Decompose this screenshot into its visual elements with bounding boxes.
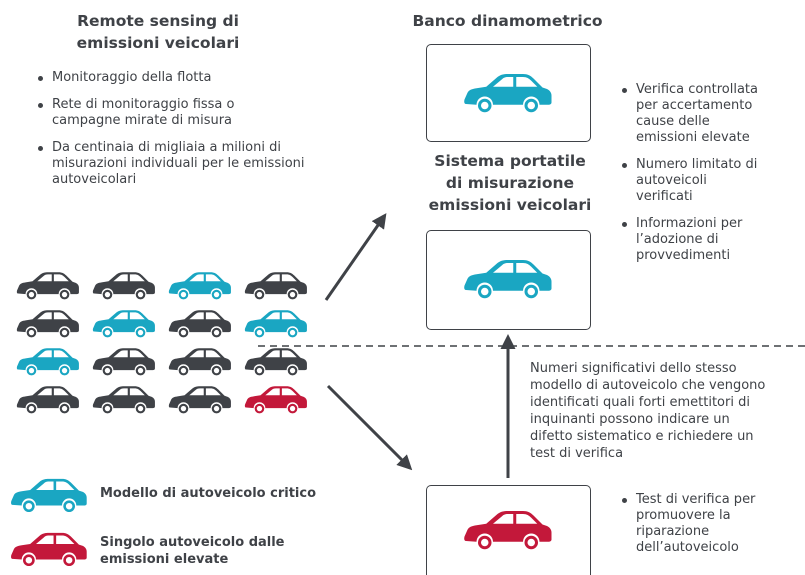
remote-sensing-title-line1: Remote sensing di — [77, 12, 239, 30]
pems-title-line2: di misurazione — [445, 174, 575, 192]
car-icon — [16, 270, 80, 300]
car-icon — [92, 346, 156, 376]
car-icon — [463, 71, 553, 113]
pems-title: Sistema portatile di misurazione emissio… — [400, 150, 620, 216]
car-icon — [168, 308, 232, 338]
remote-sensing-bullet: Rete di monitoraggio fissa o campagne mi… — [36, 97, 302, 129]
car-icon — [16, 346, 80, 376]
verification-bullets: Test di verifica per promuovere la ripar… — [620, 492, 790, 567]
legend-high-emitter-line1: Singolo autoveicolo dalle — [100, 535, 285, 550]
car-icon — [244, 270, 308, 300]
pems-box — [426, 230, 591, 330]
remote-sensing-bullets: Monitoraggio della flotta Rete di monito… — [36, 70, 326, 199]
remote-sensing-title: Remote sensing di emissioni veicolari — [38, 10, 278, 54]
car-icon — [168, 384, 232, 414]
pems-title-line1: Sistema portatile — [434, 152, 586, 170]
verification-bullet: Test di verifica per promuovere la ripar… — [620, 492, 776, 556]
car-icon — [16, 384, 80, 414]
legend-critical-model: Modello di autoveicolo critico — [100, 486, 316, 501]
dyno-box — [426, 44, 591, 142]
car-icon — [463, 257, 553, 299]
remote-sensing-bullet: Da centinaia di migliaia a milioni di mi… — [36, 140, 322, 188]
remote-sensing-bullet: Monitoraggio della flotta — [36, 70, 326, 86]
legend-high-emitter: Singolo autoveicolo dalle emissioni elev… — [100, 534, 360, 568]
car-icon — [92, 384, 156, 414]
systematic-defect-note: Numeri significativi dello stesso modell… — [530, 361, 766, 461]
legend-high-emitter-line2: emissioni elevate — [100, 552, 229, 567]
car-icon — [16, 308, 80, 338]
pems-title-line3: emissioni veicolari — [428, 196, 592, 214]
car-icon — [92, 308, 156, 338]
dyno-title: Banco dinamometrico — [412, 12, 603, 30]
car-icon — [168, 346, 232, 376]
dyno-bullet: Numero limitato di autoveicoli verificat… — [620, 157, 764, 205]
dyno-bullets: Verifica controllata per accertamento ca… — [620, 82, 780, 275]
car-icon — [10, 530, 88, 567]
arrow-icon — [326, 384, 413, 471]
dyno-bullet: Verifica controllata per accertamento ca… — [620, 82, 764, 146]
arrow-icon — [324, 213, 387, 301]
car-icon — [463, 508, 553, 550]
car-icon — [244, 384, 308, 414]
car-icon — [92, 270, 156, 300]
fleet-grid — [16, 270, 316, 420]
car-icon — [168, 270, 232, 300]
car-icon — [10, 476, 88, 513]
car-icon — [244, 308, 308, 338]
dyno-bullet: Informazioni per l’adozione di provvedim… — [620, 216, 764, 264]
verification-box — [426, 485, 591, 575]
remote-sensing-title-line2: emissioni veicolari — [76, 34, 240, 52]
car-icon — [244, 346, 308, 376]
